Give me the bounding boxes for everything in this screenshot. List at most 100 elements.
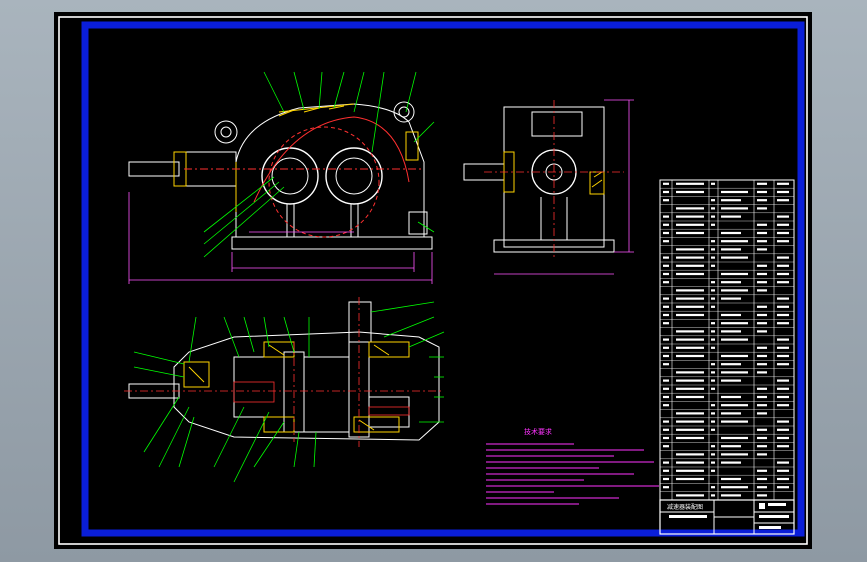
- parts-cell-text: [676, 289, 704, 292]
- parts-cell-text: [777, 436, 789, 440]
- parts-cell-text: [757, 240, 767, 243]
- notes-title: 技术要求: [524, 427, 552, 436]
- parts-cell-text: [663, 264, 669, 267]
- parts-cell-text: [721, 395, 741, 399]
- parts-list: [659, 179, 795, 501]
- parts-cell-text: [757, 231, 767, 235]
- front-base: [231, 236, 433, 250]
- parts-cell-text: [663, 404, 669, 407]
- parts-cell-text: [777, 215, 789, 218]
- parts-cell-text: [676, 272, 704, 276]
- parts-cell-text: [711, 223, 715, 226]
- parts-cell-text: [676, 313, 704, 317]
- parts-cell-text: [711, 420, 715, 423]
- parts-cell-text: [721, 404, 748, 407]
- side-centerlines: [484, 100, 624, 257]
- parts-cell-text: [721, 436, 748, 440]
- parts-cell-text: [676, 231, 704, 235]
- top-output-shaft: [348, 301, 372, 343]
- parts-cell-text: [676, 371, 704, 374]
- front-dimensions: [128, 192, 433, 284]
- parts-cell-text: [777, 182, 789, 185]
- parts-cell-text: [777, 379, 789, 382]
- parts-cell-text: [711, 428, 715, 431]
- parts-cell-text: [676, 305, 704, 308]
- parts-cell-text: [757, 223, 767, 226]
- parts-cell-text: [721, 248, 741, 251]
- top-leaders: [133, 301, 445, 483]
- parts-cell-text: [777, 445, 789, 448]
- parts-cell-text: [676, 190, 704, 194]
- parts-cell-text: [757, 371, 767, 374]
- parts-cell-text: [721, 215, 741, 218]
- left-lug-hole: [220, 126, 232, 138]
- parts-cell-text: [721, 412, 741, 415]
- parts-cell-text: [711, 412, 715, 415]
- parts-cell-text: [676, 297, 704, 300]
- parts-cell-text: [777, 297, 789, 300]
- side-view: [463, 106, 615, 253]
- parts-cell-text: [676, 420, 704, 423]
- top-gear-3: [368, 396, 410, 428]
- parts-cell-text: [777, 313, 789, 317]
- parts-cell-text: [663, 338, 669, 341]
- parts-cell-text: [711, 371, 715, 374]
- parts-cell-text: [757, 207, 767, 210]
- parts-cell-text: [777, 240, 789, 243]
- parts-cell-text: [721, 371, 748, 374]
- parts-cell-text: [721, 297, 741, 300]
- parts-cell-text: [676, 436, 704, 440]
- parts-cell-text: [676, 338, 704, 341]
- parts-cell-text: [721, 190, 748, 194]
- parts-cell-text: [711, 469, 715, 472]
- parts-cell-text: [777, 338, 789, 341]
- parts-cell-text: [757, 387, 767, 390]
- parts-cell-text: [663, 281, 669, 284]
- parts-cell-text: [663, 363, 669, 366]
- outer-frame: [58, 16, 808, 545]
- parts-cell-text: [676, 223, 704, 226]
- parts-cell-text: [676, 412, 704, 415]
- parts-cell-text: [663, 199, 669, 202]
- parts-cell-text: [777, 461, 789, 464]
- parts-cell-text: [711, 387, 715, 390]
- parts-cell-text: [721, 199, 741, 202]
- parts-cell-text: [721, 477, 741, 481]
- parts-cell-text: [711, 215, 715, 218]
- parts-cell-text: [757, 477, 767, 481]
- parts-cell-text: [663, 469, 669, 472]
- parts-cell-text: [777, 190, 789, 194]
- parts-cell-text: [711, 256, 715, 259]
- parts-cell-text: [757, 469, 767, 472]
- parts-cell-text: [721, 231, 741, 235]
- top-section-view: [128, 301, 440, 441]
- oil-plug: [408, 211, 428, 235]
- bearing-bore-left-inner: [271, 157, 309, 195]
- parts-cell-text: [777, 322, 789, 325]
- parts-cell-text: [757, 494, 767, 497]
- parts-cell-text: [663, 395, 669, 399]
- parts-cell-text: [721, 313, 741, 317]
- parts-cell-text: [777, 223, 789, 226]
- technical-notes: 技术要求: [486, 427, 659, 505]
- parts-cell-text: [721, 289, 748, 292]
- parts-cell-text: [711, 297, 715, 300]
- parts-cell-text: [663, 428, 669, 431]
- input-shaft: [128, 161, 180, 177]
- parts-cell-text: [676, 182, 704, 185]
- parts-cell-text: [757, 313, 767, 317]
- parts-cell-text: [757, 363, 767, 366]
- parts-cell-text: [663, 190, 669, 194]
- parts-cell-text: [757, 486, 767, 489]
- front-hatching: [173, 103, 419, 212]
- parts-cell-text: [757, 330, 767, 333]
- right-lug: [393, 101, 415, 123]
- parts-cell-text: [757, 346, 767, 349]
- parts-cell-text: [777, 477, 789, 481]
- parts-cell-text: [721, 494, 741, 497]
- top-hatching: [183, 341, 410, 433]
- right-lug-hole: [398, 106, 410, 118]
- parts-cell-text: [676, 256, 704, 259]
- parts-cell-text: [777, 305, 789, 308]
- parts-cell-text: [721, 453, 748, 456]
